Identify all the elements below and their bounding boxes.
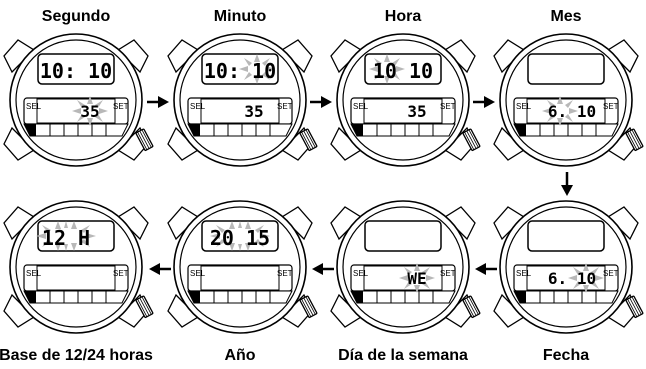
arrow-right-icon	[147, 96, 169, 108]
label-base-horas: Base de 12/24 horas	[0, 347, 153, 364]
sel-label: SEL	[26, 269, 42, 278]
arrow-left-icon	[312, 263, 334, 275]
label-minuto: Minuto	[213, 8, 267, 25]
set-label: SET	[277, 269, 293, 278]
upper-display: 20 15	[210, 226, 270, 250]
upper-display: 10: 10	[40, 59, 112, 83]
sel-label: SEL	[516, 269, 532, 278]
upper-display: 10 10	[373, 59, 433, 83]
lower-display: 6. 10	[548, 269, 596, 288]
set-label: SET	[603, 102, 619, 111]
set-label: SET	[440, 102, 456, 111]
sel-label: SEL	[353, 269, 369, 278]
watch-base-horas: 12 H SEL SET	[3, 200, 154, 334]
label-segundo: Segundo	[41, 8, 111, 25]
watch-ano: 20 15 SEL SET	[167, 200, 318, 334]
sel-label: SEL	[353, 102, 369, 111]
set-label: SET	[113, 102, 129, 111]
watch-dia-semana: WE SEL SET	[330, 200, 481, 334]
arrow-down-icon	[561, 172, 573, 196]
label-mes: Mes	[550, 8, 582, 25]
set-label: SET	[277, 102, 293, 111]
set-label: SET	[113, 269, 129, 278]
label-hora: Hora	[384, 8, 422, 25]
sel-label: SEL	[26, 102, 42, 111]
arrow-left-icon	[475, 263, 497, 275]
upper-display: 12 H	[42, 226, 90, 250]
arrow-right-icon	[310, 96, 332, 108]
watch-fecha: 6. 10 SEL SET	[493, 200, 644, 334]
lower-display: 6. 10	[548, 102, 596, 121]
lower-display: 35	[244, 102, 263, 121]
sel-label: SEL	[516, 102, 532, 111]
sel-label: SEL	[190, 102, 206, 111]
set-label: SET	[440, 269, 456, 278]
watch-hora: 10 10 35 SEL SET	[330, 33, 481, 167]
lower-display: 35	[407, 102, 426, 121]
upper-display: 10: 10	[204, 59, 276, 83]
watch-segundo: 10: 10 35 SEL SET	[3, 33, 154, 167]
label-dia-semana: Día de la semana	[338, 347, 468, 364]
arrow-left-icon	[149, 263, 171, 275]
lower-display: 35	[80, 102, 99, 121]
label-fecha: Fecha	[542, 347, 590, 364]
set-label: SET	[603, 269, 619, 278]
arrow-right-icon	[473, 96, 495, 108]
label-ano: Año	[224, 347, 256, 364]
sel-label: SEL	[190, 269, 206, 278]
lower-display: WE	[407, 269, 426, 288]
watch-minuto: 10: 10 35 SEL SET	[167, 33, 318, 167]
watch-mes: 6. 10 SEL SET	[493, 33, 644, 167]
